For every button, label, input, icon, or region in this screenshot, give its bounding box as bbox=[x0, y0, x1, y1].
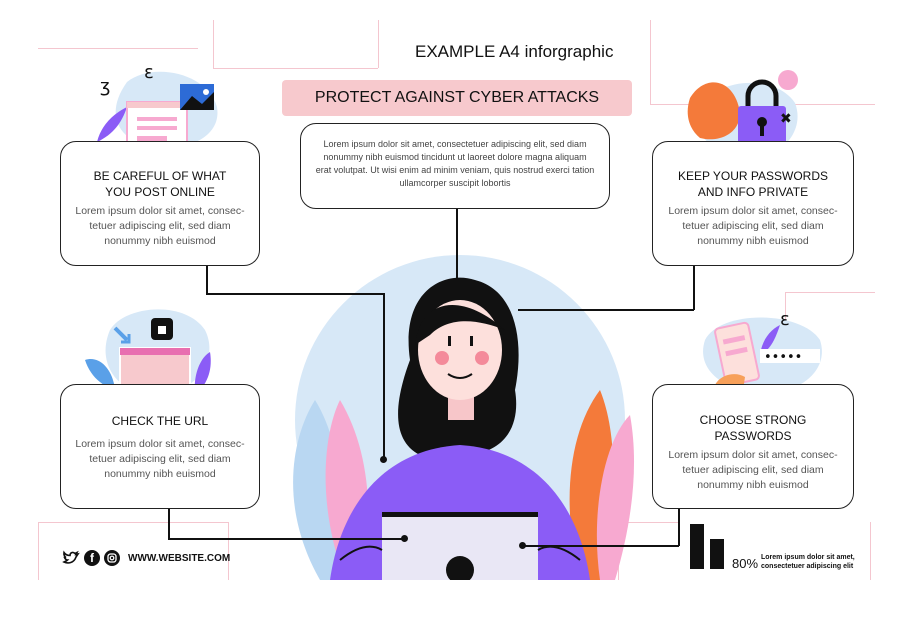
connector-line bbox=[168, 508, 170, 539]
woman-illustration bbox=[270, 250, 650, 585]
banner-title: PROTECT AGAINST CYBER ATTACKS bbox=[282, 80, 632, 116]
tip-title: BE CAREFUL OF WHAT YOU POST ONLINE bbox=[93, 169, 227, 199]
frame-line bbox=[228, 522, 229, 580]
page-title: EXAMPLE A4 inforgraphic bbox=[415, 42, 614, 61]
connector-line bbox=[206, 293, 384, 295]
tip-box-strong-passwords: CHOOSE STRONG PASSWORDS Lorem ipsum dolo… bbox=[652, 384, 854, 509]
connector-dot bbox=[380, 456, 387, 463]
frame-line bbox=[213, 20, 214, 68]
stat-text: Lorem ipsum dolor sit amet, consectetuer… bbox=[761, 554, 855, 570]
tip-box-post-online: BE CAREFUL OF WHAT YOU POST ONLINE Lorem… bbox=[60, 141, 260, 266]
svg-text:ɛ: ɛ bbox=[144, 62, 154, 83]
tip-body: Lorem ipsum dolor sit amet, consec- tetu… bbox=[75, 438, 245, 480]
frame-line bbox=[213, 68, 378, 69]
social-icons: f bbox=[62, 549, 120, 567]
frame-line bbox=[785, 292, 875, 293]
instagram-icon[interactable] bbox=[104, 550, 120, 566]
tip-title: CHECK THE URL bbox=[111, 414, 209, 428]
connector-line bbox=[678, 508, 680, 546]
stat-value: 80% bbox=[732, 556, 759, 571]
frame-line bbox=[38, 522, 228, 523]
facebook-icon[interactable]: f bbox=[84, 550, 100, 566]
connector-line bbox=[206, 265, 208, 294]
frame-line bbox=[38, 48, 198, 49]
connector-line bbox=[522, 545, 679, 547]
tip-box-passwords-private: KEEP YOUR PASSWORDS AND INFO PRIVATE Lor… bbox=[652, 141, 854, 266]
svg-text:ʒ: ʒ bbox=[100, 76, 110, 97]
frame-line bbox=[650, 20, 651, 104]
tip-title: KEEP YOUR PASSWORDS AND INFO PRIVATE bbox=[677, 169, 829, 199]
svg-text:ɛ: ɛ bbox=[780, 309, 790, 330]
frame-line bbox=[38, 522, 39, 580]
tip-body: Lorem ipsum dolor sit amet, consec- tetu… bbox=[668, 205, 838, 247]
connector-line bbox=[518, 309, 694, 311]
tip-body: Lorem ipsum dolor sit amet, consec- tetu… bbox=[75, 205, 245, 247]
connector-line bbox=[168, 538, 404, 540]
tip-title: CHOOSE STRONG PASSWORDS bbox=[699, 413, 807, 443]
lock-illustration: ✖ ✖ bbox=[680, 68, 810, 160]
intro-text: Lorem ipsum dolor sit amet, consectetuer… bbox=[315, 139, 595, 188]
tip-box-check-url: CHECK THE URL Lorem ipsum dolor sit amet… bbox=[60, 384, 260, 509]
tip-body: Lorem ipsum dolor sit amet, consec- tetu… bbox=[668, 449, 838, 491]
frame-line bbox=[785, 292, 786, 324]
frame-line bbox=[378, 20, 379, 68]
frame-line bbox=[870, 522, 871, 580]
connector-line bbox=[693, 265, 695, 310]
connector-line bbox=[383, 293, 385, 459]
connector-dot bbox=[519, 542, 526, 549]
svg-text:✖: ✖ bbox=[780, 111, 792, 127]
stat-bar-icon bbox=[690, 524, 726, 569]
website-link[interactable]: WWW.WEBSITE.COM bbox=[128, 553, 231, 564]
frame-line bbox=[618, 522, 678, 523]
connector-line bbox=[456, 209, 458, 281]
twitter-icon[interactable] bbox=[62, 549, 80, 567]
connector-dot bbox=[401, 535, 408, 542]
intro-textbox: Lorem ipsum dolor sit amet, consectetuer… bbox=[300, 123, 610, 209]
password-mask: ••••• bbox=[764, 350, 802, 365]
post-online-illustration: ʒ ɛ bbox=[92, 62, 222, 152]
